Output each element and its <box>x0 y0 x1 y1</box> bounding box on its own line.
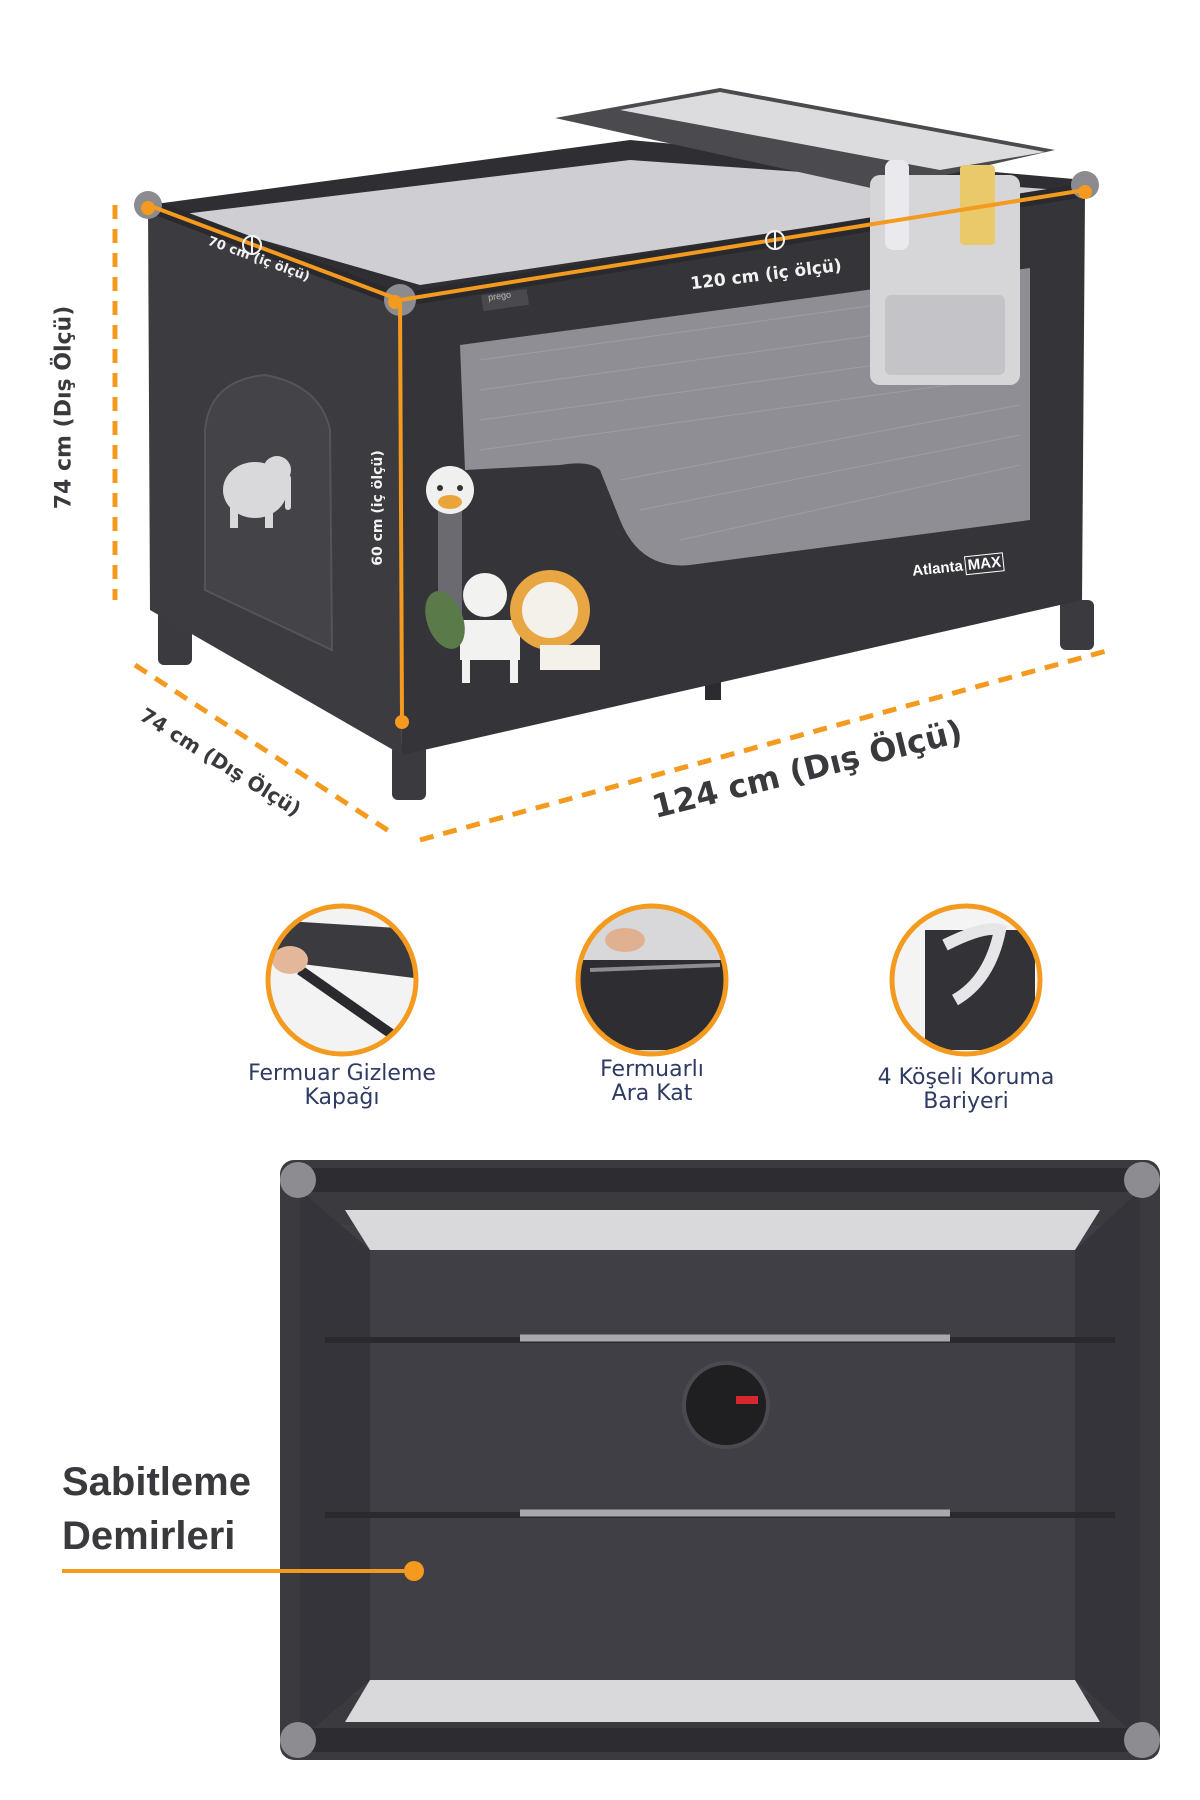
floor-panel <box>320 1225 1120 1695</box>
feature-caption-corner-guard: 4 Köşeli Koruma Bariyeri <box>836 1066 1096 1114</box>
lion-icon <box>510 570 600 670</box>
feature-caption-line: Kapağı <box>304 1085 380 1110</box>
callout-line-2: Demirleri <box>62 1514 236 1558</box>
feature-caption-line: Fermuarlı <box>600 1057 704 1082</box>
feature-zipper-shelf-thumb <box>575 903 729 1057</box>
height-outer-label: 74 cm (Dış Ölçü) <box>51 305 77 510</box>
wall-right <box>1075 1190 1140 1740</box>
feature-zipper-cover-thumb <box>265 903 419 1057</box>
inner-height-label: 60 cm (iç ölçü) <box>369 450 386 566</box>
callout-fixing-bars: Sabitleme Demirleri <box>62 1455 251 1563</box>
leg-front-left <box>392 745 426 800</box>
organizer-pocket <box>870 160 1020 385</box>
leaf-icon <box>425 591 465 649</box>
dimension-endpoints <box>141 185 1092 729</box>
mesh-end-top <box>345 1210 1100 1250</box>
corner-guards-top-view <box>280 1162 1160 1758</box>
dimension-lines <box>112 188 1111 843</box>
wall-left <box>300 1190 370 1740</box>
red-pull-tab <box>736 1396 758 1404</box>
mesh-texture <box>479 284 1021 541</box>
callout-line-1: Sabitleme <box>62 1460 251 1504</box>
center-access-ring <box>682 1361 770 1449</box>
inner-mesh-top <box>175 160 1060 285</box>
playard-illustration <box>112 88 1111 843</box>
center-access-hole <box>684 1363 768 1447</box>
feature-caption-line: Bariyeri <box>923 1089 1009 1114</box>
mesh-end-bottom <box>345 1680 1100 1722</box>
top-down-view <box>62 1160 1160 1760</box>
brand-tag <box>481 288 529 312</box>
feature-caption-line: 4 Köşeli Koruma <box>877 1065 1055 1090</box>
elephant-icon <box>223 456 291 528</box>
feature-caption-line: Fermuar Gizleme <box>248 1061 436 1086</box>
crosshair-markers <box>242 230 785 255</box>
rail-top <box>285 1168 1155 1192</box>
leg-front-right <box>1060 600 1094 650</box>
rail-bottom <box>285 1728 1155 1752</box>
feature-thumbnails <box>265 903 1043 1057</box>
feature-caption-zipper-cover: Fermuar Gizleme Kapağı <box>212 1062 472 1110</box>
changing-table-pad <box>620 92 1045 170</box>
feature-caption-zipper-shelf: Fermuarlı Ara Kat <box>522 1058 782 1106</box>
callout-dot <box>404 1561 424 1581</box>
feature-caption-line: Ara Kat <box>611 1081 693 1106</box>
feature-corner-guard-thumb <box>889 903 1043 1057</box>
zebra-icon <box>460 573 520 683</box>
